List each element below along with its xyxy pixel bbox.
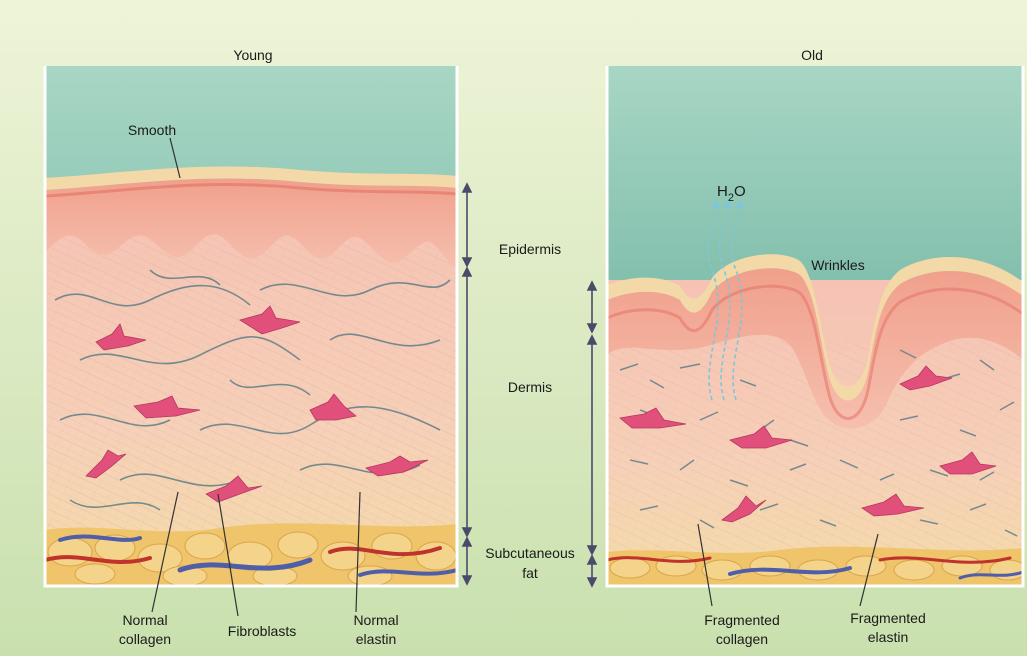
young-title: Young <box>233 47 272 63</box>
normal-elastin-label-1: Normal <box>353 612 398 628</box>
young-skin-panel <box>45 66 457 586</box>
dermis-label: Dermis <box>508 379 552 395</box>
normal-collagen-label-1: Normal <box>122 612 167 628</box>
fibroblasts-label: Fibroblasts <box>228 623 296 639</box>
old-skin-panel <box>607 66 1026 586</box>
normal-elastin-label-2: elastin <box>356 631 396 647</box>
fragmented-collagen-label-1: Fragmented <box>704 612 779 628</box>
subcutaneous-label: Subcutaneous <box>485 545 575 561</box>
epidermis-label: Epidermis <box>499 241 561 257</box>
old-title: Old <box>801 47 823 63</box>
fragmented-elastin-label-2: elastin <box>868 629 908 645</box>
smooth-label: Smooth <box>128 122 176 138</box>
normal-collagen-label-2: collagen <box>119 631 171 647</box>
fragmented-elastin-label-1: Fragmented <box>850 610 925 626</box>
fragmented-collagen-label-2: collagen <box>716 631 768 647</box>
young-collagen-mesh <box>45 230 457 530</box>
wrinkles-label: Wrinkles <box>811 257 864 273</box>
fat-label: fat <box>522 565 538 581</box>
